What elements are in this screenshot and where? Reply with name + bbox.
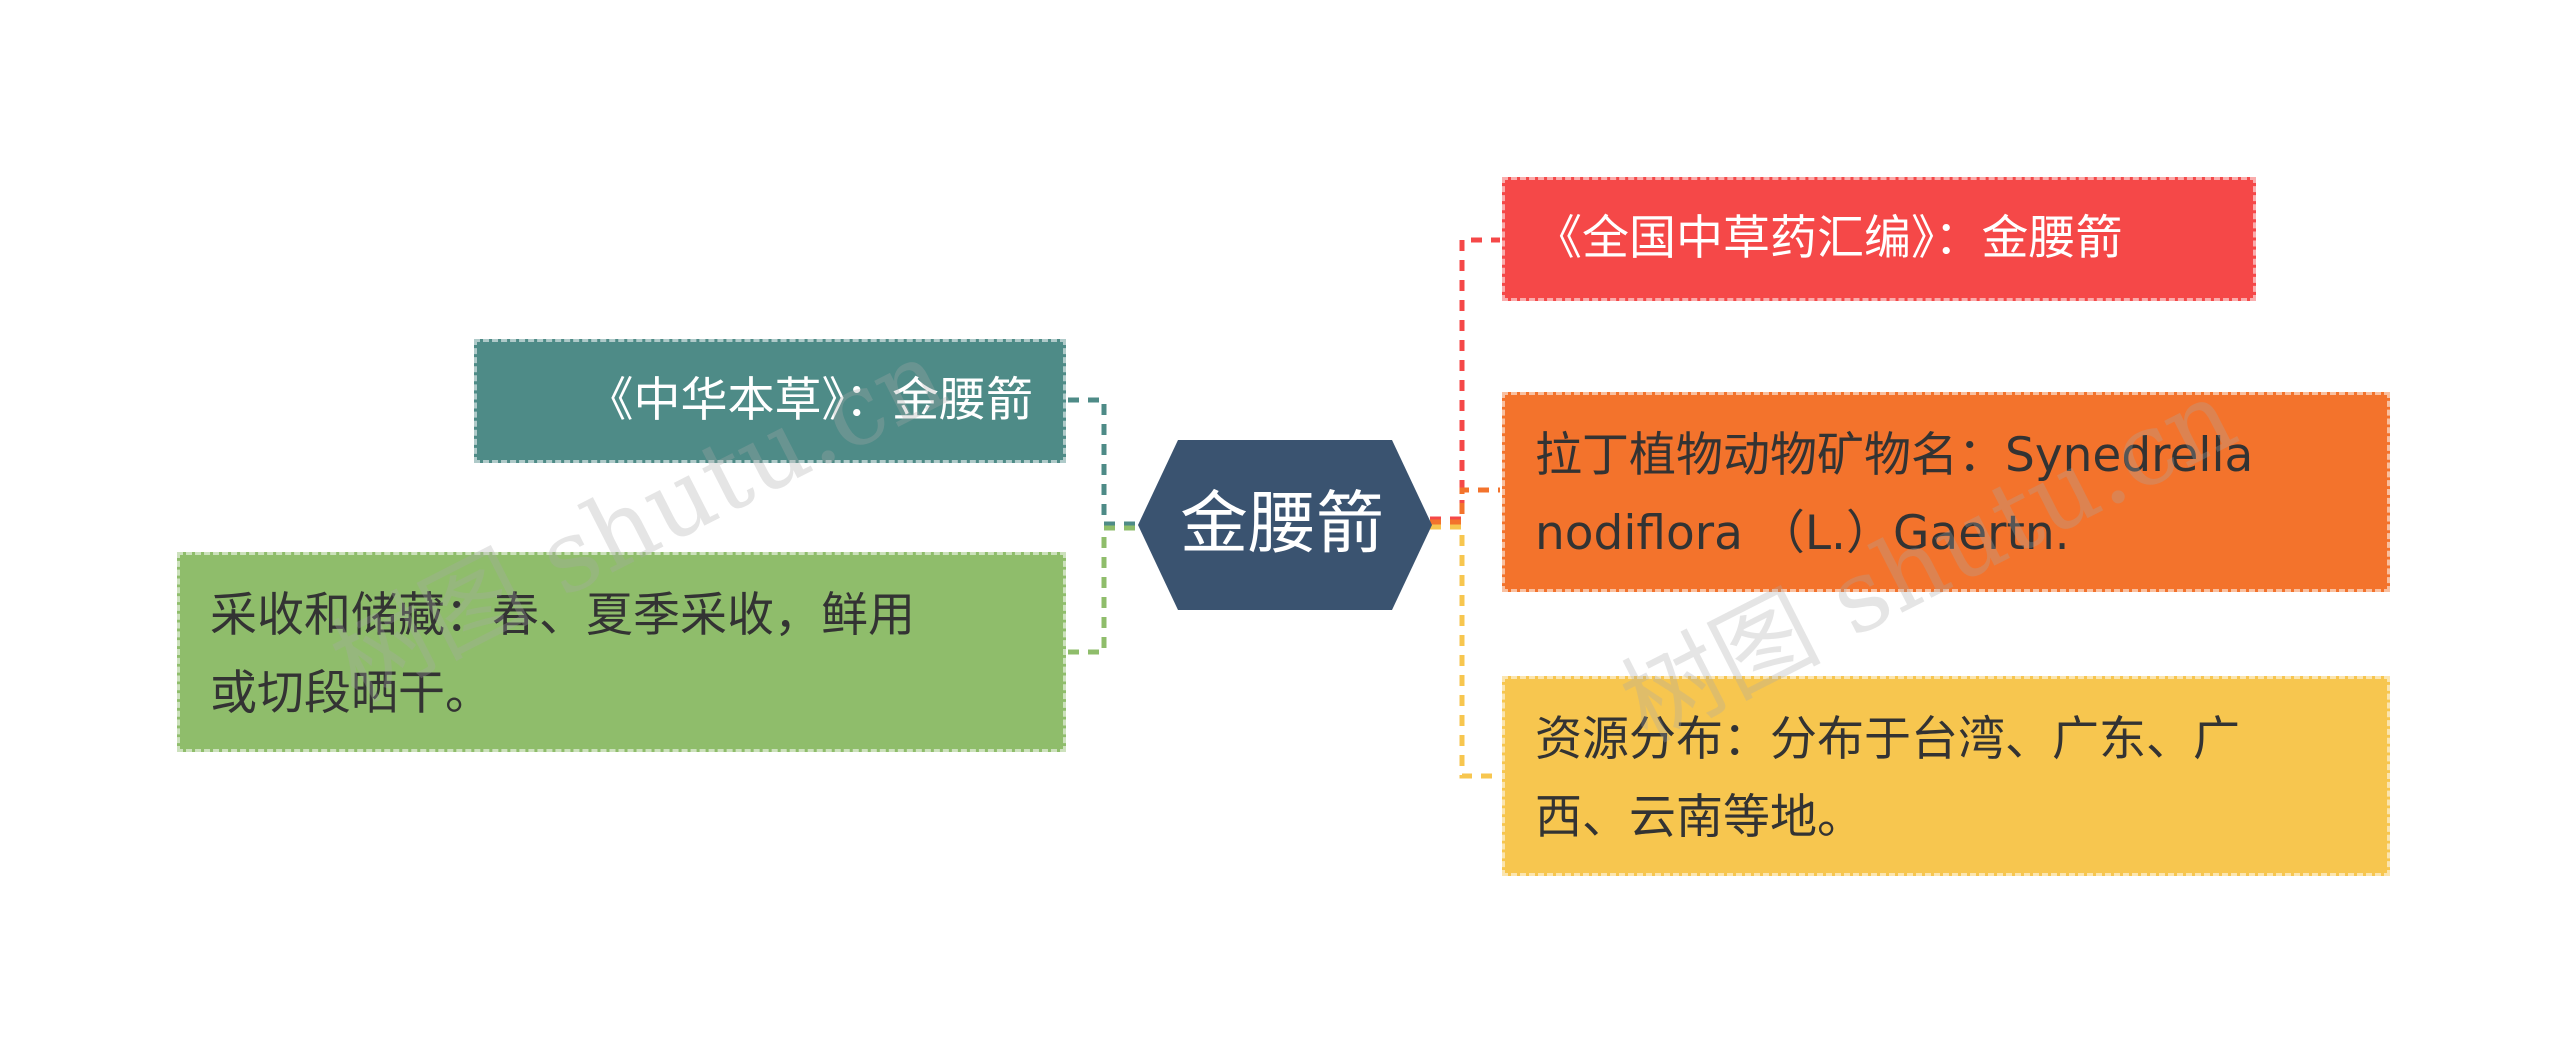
connectors-right bbox=[1430, 237, 1500, 779]
connector-zhonghua bbox=[1068, 397, 1139, 527]
topic-zhonghua-bencao[interactable]: 《中华本草》：金腰箭 bbox=[474, 339, 1066, 463]
topic-distribution[interactable]: 资源分布：分布于台湾、广东、广 西、云南等地。 bbox=[1502, 676, 2390, 876]
root-node-label[interactable]: 金腰箭 bbox=[1179, 485, 1384, 564]
topic-zhonghua-text: 《中华本草》：金腰箭 bbox=[586, 373, 1034, 428]
topic-latin-line-1: 拉丁植物动物矿物名：Synedrella bbox=[1535, 428, 2254, 483]
connectors-left bbox=[1068, 397, 1139, 655]
topic-quanguo-zhongcaoyao[interactable]: 《全国中草药汇编》：金腰箭 bbox=[1502, 177, 2256, 301]
topic-latin-name[interactable]: 拉丁植物动物矿物名：Synedrella nodiflora （L.）Gaert… bbox=[1502, 392, 2390, 592]
root-node-shape[interactable] bbox=[1138, 440, 1432, 610]
connector-caishou bbox=[1068, 525, 1139, 655]
topic-harvest-line-2: 或切段晒干。 bbox=[210, 666, 492, 721]
topic-latin-line-2: nodiflora （L.）Gaertn. bbox=[1535, 506, 2070, 561]
connector-ziyuan bbox=[1430, 524, 1500, 779]
topic-quanguo-text: 《全国中草药汇编》：金腰箭 bbox=[1535, 211, 2123, 266]
topic-harvest-line-1: 采收和储藏：春、夏季采收，鲜用 bbox=[210, 588, 915, 643]
connector-lading bbox=[1430, 487, 1500, 525]
topic-distribution-line-2: 西、云南等地。 bbox=[1535, 790, 1864, 845]
topic-harvest-storage[interactable]: 采收和储藏：春、夏季采收，鲜用 或切段晒干。 bbox=[177, 552, 1066, 752]
connector-quanguo bbox=[1430, 237, 1500, 522]
topic-distribution-line-1: 资源分布：分布于台湾、广东、广 bbox=[1535, 712, 2240, 767]
